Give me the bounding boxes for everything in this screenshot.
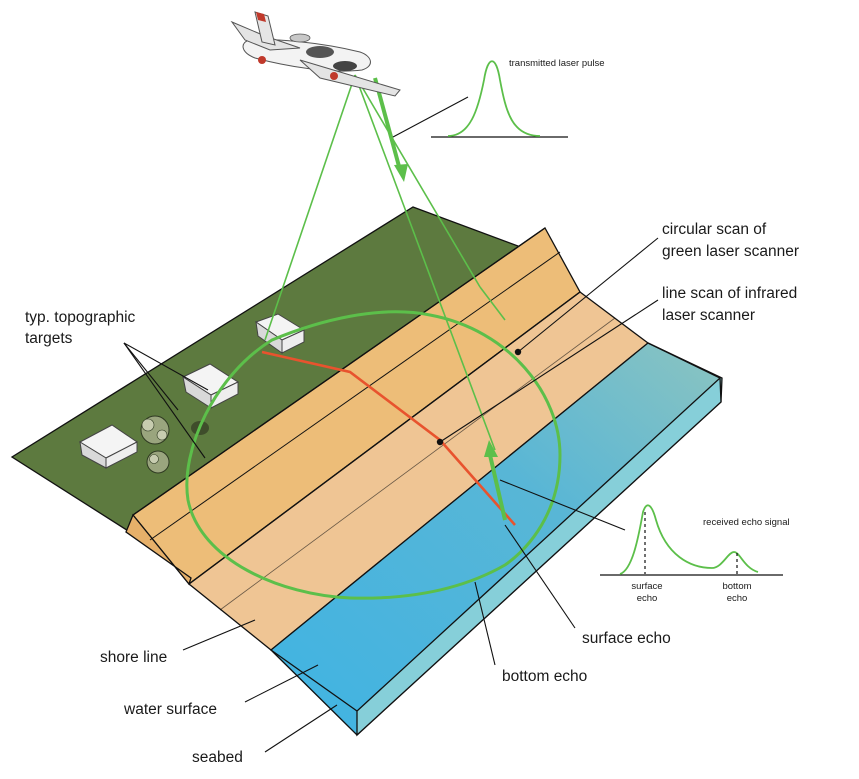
house-icon bbox=[181, 363, 240, 409]
surface-echo-label: surface echo bbox=[582, 630, 671, 647]
shore-line-label: shore line bbox=[100, 649, 167, 666]
echo-beam-up bbox=[488, 454, 507, 521]
line-scan-label: line scan of infrared bbox=[662, 285, 797, 302]
topographic-targets bbox=[78, 313, 306, 474]
water-surface-label: water surface bbox=[123, 701, 217, 718]
circular-scan-label: green laser scanner bbox=[662, 243, 799, 260]
received-echo-label: received echo signal bbox=[703, 517, 790, 528]
house-icon bbox=[78, 424, 138, 469]
labels: circular scan of green laser scanner lin… bbox=[25, 221, 799, 766]
seabed-label: seabed bbox=[192, 749, 243, 766]
green-circular-scan bbox=[185, 310, 562, 600]
dune-side-face bbox=[125, 513, 192, 586]
topographic-targets-label: typ. topographic bbox=[25, 309, 136, 326]
circular-scan-label: circular scan of bbox=[662, 221, 767, 238]
surface-echo-small-label: echo bbox=[637, 593, 658, 604]
topographic-targets-label: targets bbox=[25, 330, 73, 347]
laser-beams bbox=[264, 74, 507, 521]
arrow-down-icon bbox=[394, 164, 408, 182]
house-icon bbox=[254, 313, 306, 354]
bottom-echo-label: bottom echo bbox=[502, 668, 587, 685]
transmitted-pulse-graph: transmitted laser pulse bbox=[392, 58, 605, 138]
pulse-beam-down bbox=[373, 77, 402, 171]
arrow-up-icon bbox=[484, 440, 498, 457]
tree-icon bbox=[140, 415, 170, 445]
infrared-line-scan bbox=[261, 350, 516, 526]
line-scan-label: laser scanner bbox=[662, 307, 755, 324]
tree-icon bbox=[146, 450, 170, 474]
leader-lines bbox=[123, 237, 659, 753]
received-echo-graph: received echo signal surface echo bottom… bbox=[499, 479, 790, 604]
transmitted-pulse-label: transmitted laser pulse bbox=[509, 58, 605, 69]
surface-echo-small-label: surface bbox=[631, 581, 662, 592]
airplane-icon bbox=[230, 11, 401, 97]
bottom-echo-small-label: echo bbox=[727, 593, 748, 604]
bottom-echo-small-label: bottom bbox=[722, 581, 751, 592]
